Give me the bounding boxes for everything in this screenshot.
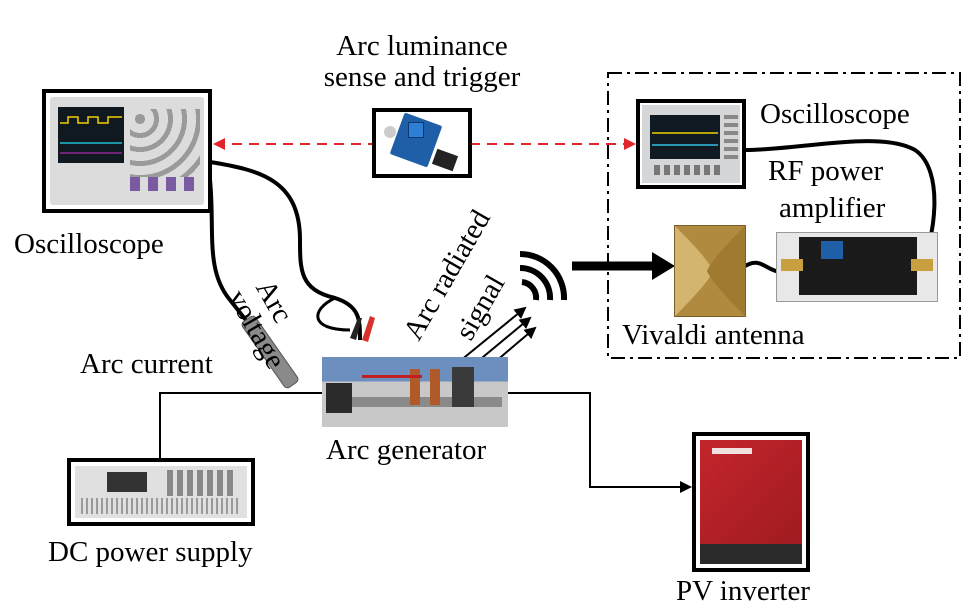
red-probe-tip [362,316,375,342]
oscilloscope-left [42,89,212,213]
label-luminance-line2: sense and trigger [323,61,521,93]
oscilloscope-right-screen [650,115,720,159]
label-oscilloscope-left: Oscilloscope [14,228,164,260]
amplifier-terminal [821,241,843,259]
arc-gen-rail [352,397,502,407]
signal-arrow-head [652,252,675,280]
sensor-led [384,126,396,138]
oscilloscope-left-ports [130,177,202,191]
oscilloscope-right [636,99,746,189]
oscilloscope-left-screen [58,107,124,163]
current-clamp-probe [241,315,299,389]
arc-gen-motor [326,383,352,413]
voltage-probe-cable [209,160,362,341]
receiver-section-boundary [607,72,961,359]
label-luminance-line1: Arc luminance [336,30,508,62]
label-rf-line1: RF power [768,155,884,187]
oscilloscope-right-buttons [654,165,720,175]
black-probe-tip [350,318,362,340]
rf-power-amplifier [776,232,938,302]
arc-gen-wire-red [362,375,422,378]
label-arc-generator: Arc generator [326,434,487,466]
arc-generator [322,357,508,427]
label-pv-inverter: PV inverter [676,575,810,607]
rf-output-cable [744,139,937,269]
inverter-wire [508,392,692,493]
arc-gen-electrode-left [410,369,420,405]
label-rf-line2: amplifier [779,192,886,224]
label-oscilloscope-right: Oscilloscope [760,98,910,130]
sensor-potentiometer [408,122,424,138]
label-vivaldi: Vivaldi antenna [622,319,805,351]
radiated-signal-waves-icon [519,250,568,301]
arc-gen-clamp [452,367,474,407]
label-dc-power: DC power supply [48,536,253,568]
sensor-pins [431,148,459,172]
arc-gen-electrode-right [430,369,440,405]
dc-supply-display [107,472,147,492]
vivaldi-antenna [674,225,746,317]
dc-supply-vent [81,498,241,514]
amplifier-connector-left [781,259,803,271]
oscilloscope-right-controls [724,115,738,161]
vivaldi-slot [675,226,745,316]
radiation-arrow-1 [454,306,527,366]
luminance-sensor [372,108,472,178]
oscilloscope-left-trace [60,116,122,154]
pv-inverter-body [700,440,802,564]
oscilloscope-right-trace [652,132,718,146]
oscilloscope-left-knobs [130,109,200,179]
label-arc-current: Arc current [80,348,213,380]
dc-power-supply [67,458,255,526]
probe-lead-black [316,296,351,332]
pv-inverter [692,432,810,572]
amplifier-board [799,237,917,295]
dc-wire [159,392,322,460]
pv-inverter-base [700,544,802,564]
amplifier-connector-right [911,259,933,271]
dc-supply-keypad [167,470,237,496]
antenna-cable [740,260,781,274]
pv-inverter-logo [712,448,752,454]
